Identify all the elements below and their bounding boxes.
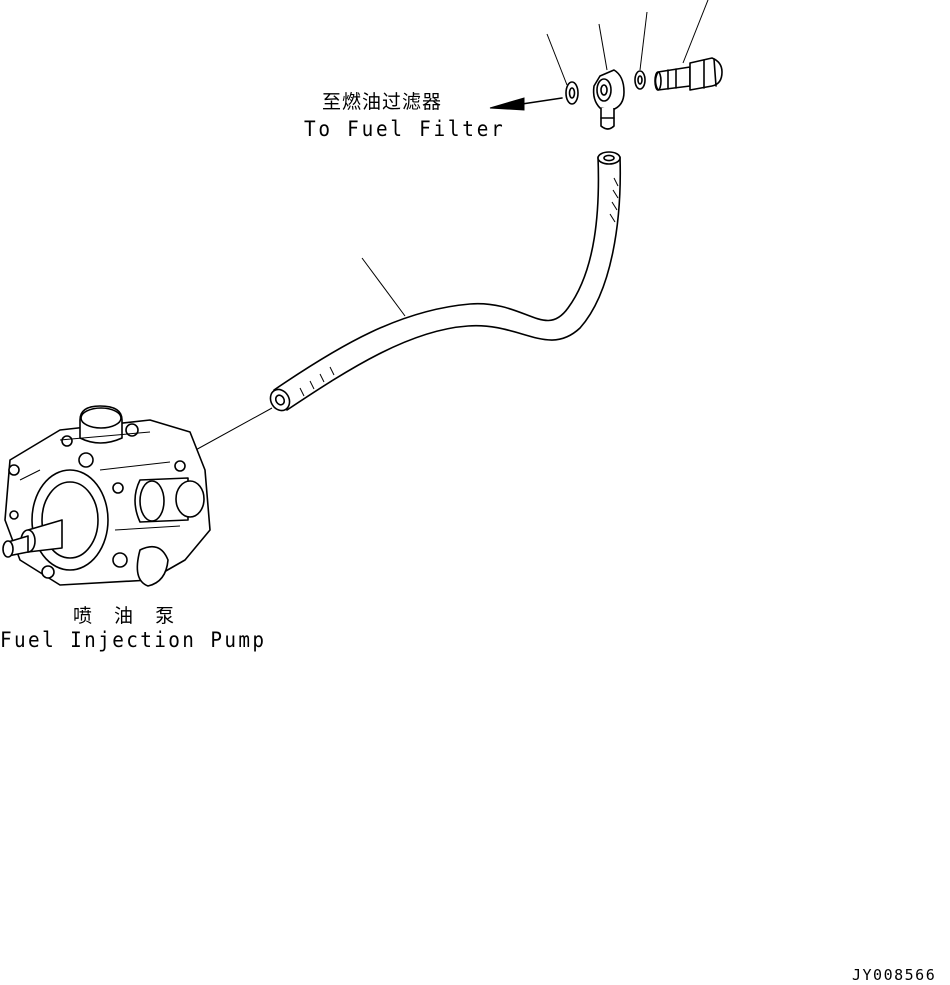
gasket-washer-2 (634, 70, 646, 90)
to-filter-label-cn: 至燃油过滤器 (322, 91, 443, 113)
fuel-hose (269, 151, 622, 412)
pump-label-en: Fuel Injection Pump (0, 628, 267, 652)
part-leader-lines (546, 0, 709, 86)
pump-label-cn: 喷 油 泵 (73, 605, 183, 627)
joint-bolt (654, 57, 723, 91)
pump-connection-line (191, 407, 273, 453)
fuel-injection-pump (2, 405, 211, 587)
drawing-number: JY008566 (852, 966, 937, 984)
gasket-washer-1 (565, 81, 579, 105)
eye-joint-fitting (592, 69, 625, 130)
hose-leader-line (361, 257, 406, 317)
to-filter-arrow (489, 97, 563, 111)
to-filter-label-en: To Fuel Filter (304, 117, 506, 141)
